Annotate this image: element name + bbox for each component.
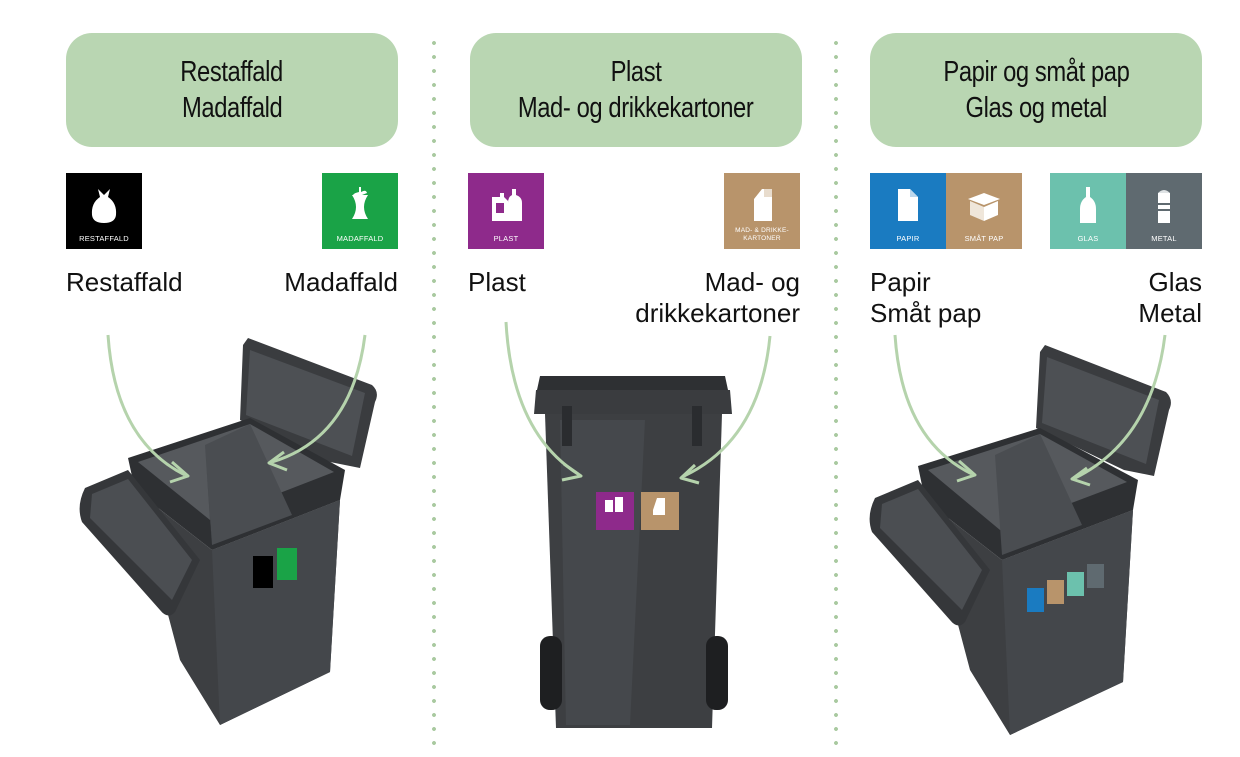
fraction-label-left: Plast — [468, 267, 526, 298]
fraction-text: drikkekartoner — [635, 298, 800, 328]
mini-sticker — [1087, 564, 1104, 588]
wheel — [706, 636, 728, 710]
column-papir-glas: Papir og småt pap Glas og metal PAPIR SM… — [0, 0, 1202, 757]
symbol-label: PAPIR — [896, 234, 920, 243]
fraction-text: Glas — [1148, 267, 1202, 297]
symbol-label: SMÅT PAP — [964, 234, 1004, 243]
fraction-text: Madaffald — [284, 267, 398, 297]
fraction-text: Metal — [1138, 298, 1202, 328]
glass-bottle-icon — [1080, 187, 1096, 223]
symbol-metal: METAL — [1126, 173, 1202, 249]
symbol-papir: PAPIR — [870, 173, 946, 249]
apple-core-icon — [352, 187, 368, 219]
symbol-madaffald: MADAFFALD — [322, 173, 398, 249]
header-line: Glas og metal — [965, 92, 1107, 124]
symbol-label: METAL — [1151, 234, 1177, 243]
arrow-right — [1074, 334, 1167, 480]
column-header: Plast Mad- og drikkekartoner — [470, 33, 802, 147]
header-line: Plast — [610, 56, 662, 88]
symbol-plast: PLAST — [468, 173, 544, 249]
symbol-restaffald: RESTAFFALD — [66, 173, 142, 249]
arrow-right — [271, 334, 367, 464]
mini-sticker — [1027, 588, 1044, 612]
wheel — [540, 636, 562, 710]
fraction-text: Restaffald — [66, 267, 183, 297]
fraction-text: Mad- og — [704, 267, 800, 297]
fraction-text: Småt pap — [870, 298, 982, 328]
symbol-label: MADAFFALD — [336, 234, 384, 243]
column-header: Restaffald Madaffald — [66, 33, 398, 147]
header-line: Madaffald — [181, 92, 283, 124]
arrow-left — [106, 334, 186, 477]
arrow-left — [504, 321, 579, 476]
column-divider — [432, 36, 436, 751]
symbol-label: PLAST — [493, 234, 519, 243]
fraction-label-right: Madaffald — [284, 267, 398, 298]
fraction-label-left: Restaffald — [66, 267, 183, 298]
fraction-label-right: Mad- og drikkekartoner — [600, 267, 800, 329]
plastic-bottle-icon — [492, 189, 522, 221]
arrow-left — [893, 334, 973, 476]
cardboard-box-icon — [968, 193, 1000, 221]
mini-sticker — [1067, 572, 1084, 596]
fraction-text: Papir — [870, 267, 931, 297]
header-line: Restaffald — [180, 56, 284, 88]
symbol-glas: GLAS — [1050, 173, 1126, 249]
symbol-label: RESTAFFALD — [79, 234, 129, 243]
milk-carton-icon — [754, 189, 772, 221]
trash-bag-icon — [91, 189, 117, 223]
tin-can-icon — [1158, 190, 1170, 223]
divided-bin-illustration — [79, 334, 377, 725]
fraction-label-left: Papir Småt pap — [870, 267, 981, 329]
paper-icon — [898, 189, 918, 221]
header-line: Papir og småt pap — [942, 56, 1130, 88]
column-restaffald-madaffald: Restaffald Madaffald RESTAFFALD MADAFFAL… — [0, 0, 400, 757]
header-line: Mad- og drikkekartoner — [518, 92, 754, 124]
mini-sticker — [1047, 580, 1064, 604]
symbol-label: MAD- & DRIKKE- KARTONER — [735, 227, 789, 242]
mini-sticker — [277, 548, 297, 580]
column-divider — [834, 36, 838, 751]
fraction-label-right: Glas Metal — [1050, 267, 1202, 329]
fraction-text: Plast — [468, 267, 526, 297]
column-header: Papir og småt pap Glas og metal — [870, 33, 1202, 147]
symbol-smaat-pap: SMÅT PAP — [946, 173, 1022, 249]
arrow-right — [683, 335, 772, 478]
symbol-label: GLAS — [1077, 234, 1099, 243]
column-plast-kartoner: Plast Mad- og drikkekartoner PLAST MAD- … — [0, 0, 802, 757]
mini-sticker — [253, 556, 273, 588]
symbol-mad-og-drikkekartoner: MAD- & DRIKKE- KARTONER — [724, 173, 800, 249]
